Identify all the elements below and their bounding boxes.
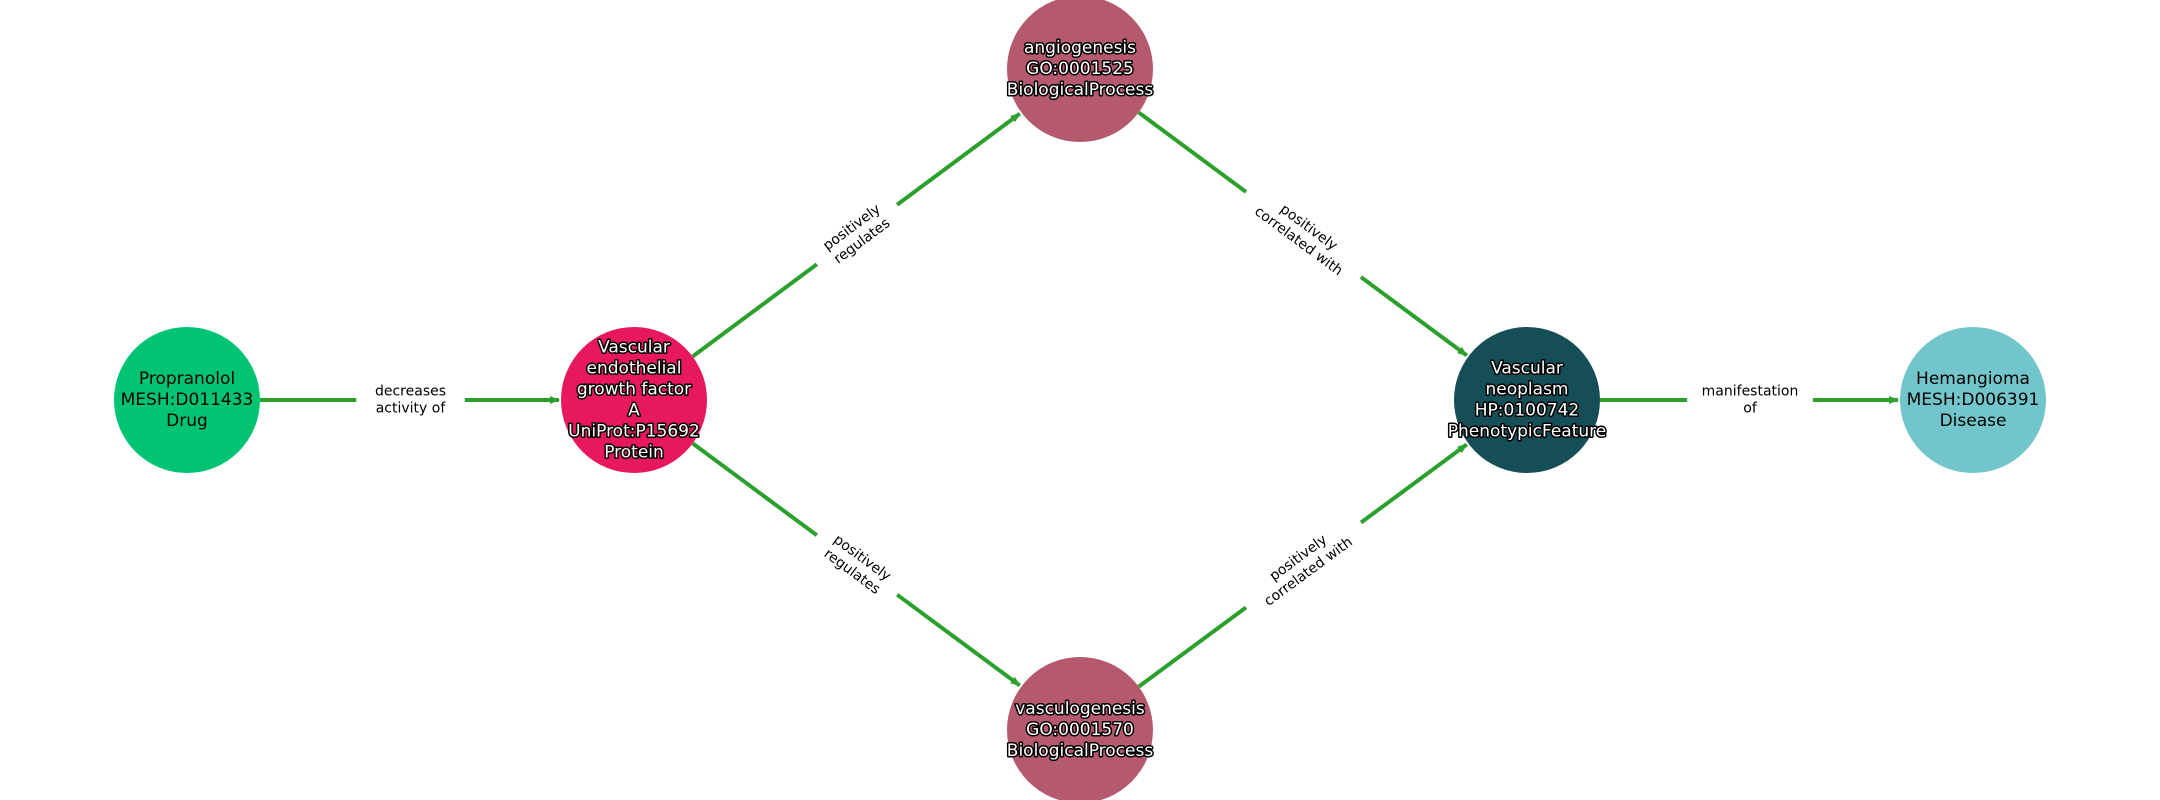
node-label-line: Disease <box>1940 411 2007 431</box>
node-circle[interactable] <box>1454 327 1600 473</box>
edge-label-line: of <box>1743 401 1758 417</box>
node-label-line: Hemangioma <box>1916 369 2030 389</box>
node-label-line: BiologicalProcess <box>1007 741 1154 761</box>
node-label-line: neoplasm <box>1486 380 1569 400</box>
node-label-line: endothelial <box>587 359 682 379</box>
edge-label-background <box>804 518 910 612</box>
node-label-line: Propranolol <box>139 369 235 389</box>
node-label-line: GO:0001570 <box>1026 720 1134 740</box>
edge-label-background <box>1233 505 1374 625</box>
node-label-line: BiologicalProcess <box>1007 80 1154 100</box>
edge-label-line: decreases <box>375 384 446 400</box>
node-label-line: Vascular <box>1491 359 1563 379</box>
node-neoplasm[interactable]: VascularneoplasmHP:0100742PhenotypicFeat… <box>1446 327 1608 473</box>
node-label-line: UniProt:P15692 <box>568 422 700 442</box>
node-label-line: A <box>628 401 640 421</box>
node-circle[interactable] <box>114 327 260 473</box>
node-label-line: MESH:D011433 <box>121 390 254 410</box>
nodes-layer: PropranololMESH:D011433DrugVascularendot… <box>114 0 2046 800</box>
node-label-line: HP:0100742 <box>1475 401 1579 421</box>
node-circle[interactable] <box>1007 0 1153 142</box>
node-label-line: angiogenesis <box>1024 38 1136 58</box>
edge-label-line: activity of <box>376 401 447 417</box>
node-circle[interactable] <box>561 327 707 473</box>
node-circle[interactable] <box>1007 657 1153 800</box>
node-label-line: Vascular <box>598 338 670 358</box>
node-label-line: Protein <box>604 443 664 463</box>
node-label-line: Drug <box>166 411 208 431</box>
edge-label-background <box>804 187 910 282</box>
node-label-line: growth factor <box>577 380 691 400</box>
edge-label-background <box>1687 379 1813 421</box>
edge-label-background <box>356 379 465 421</box>
node-label-line: vasculogenesis <box>1015 699 1145 719</box>
edge-label-background <box>1233 175 1374 294</box>
node-label-line: GO:0001525 <box>1026 59 1134 79</box>
edge-label-line: manifestation <box>1702 384 1799 400</box>
node-vasculogenesis[interactable]: vasculogenesisGO:0001570BiologicalProces… <box>1005 657 1155 800</box>
node-label-line: MESH:D006391 <box>1907 390 2040 410</box>
node-circle[interactable] <box>1900 327 2046 473</box>
node-label-line: PhenotypicFeature <box>1448 422 1607 442</box>
